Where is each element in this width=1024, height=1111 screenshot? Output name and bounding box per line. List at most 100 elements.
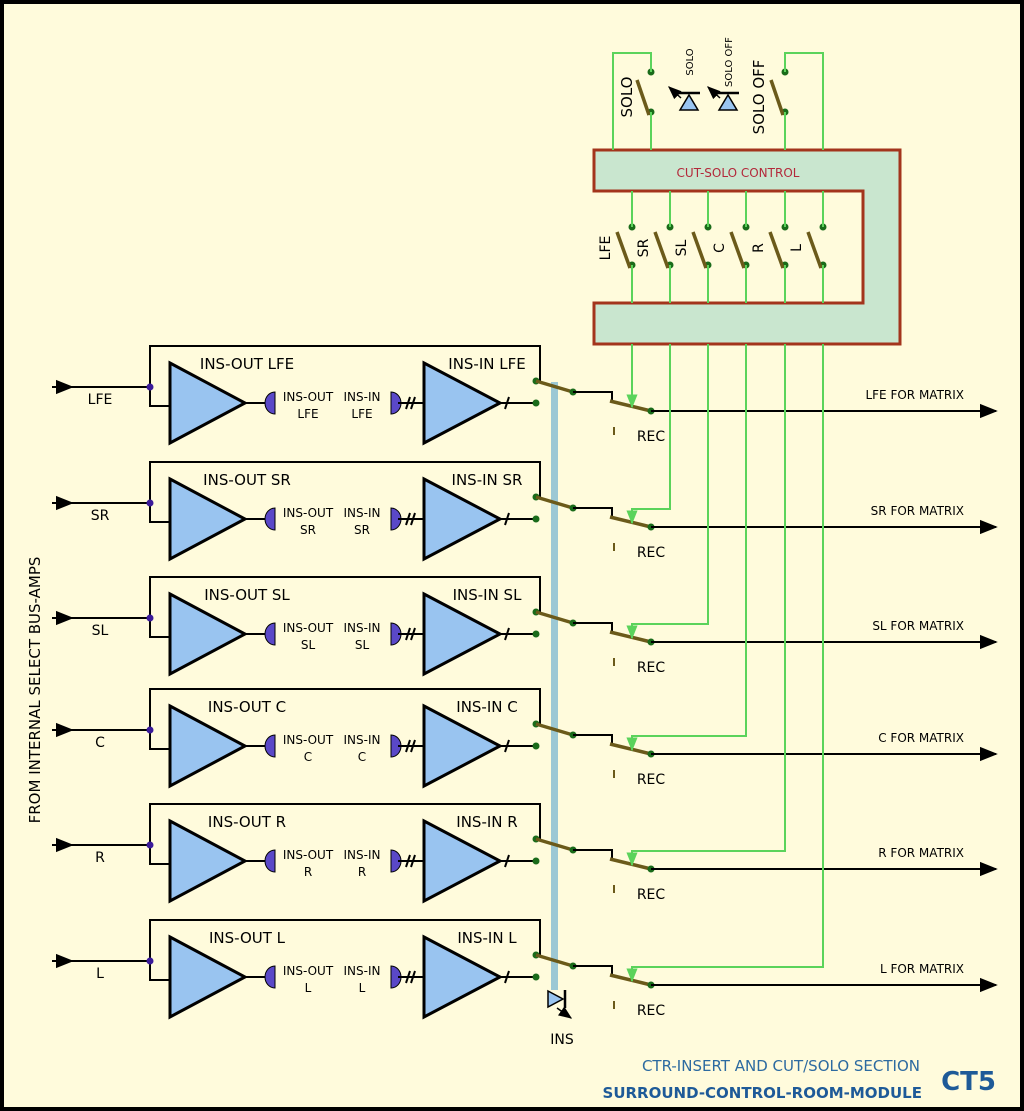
- ins-in-amp: [422, 934, 504, 1020]
- cut-switch-arm: [653, 231, 670, 269]
- slash-mark: [410, 627, 416, 641]
- ins-switch-wire: [573, 734, 613, 746]
- ins-switch-wire: [573, 849, 613, 861]
- ins-out-jack-label: INS-OUT: [283, 964, 334, 978]
- cut-switch-label: R: [751, 243, 767, 253]
- input-label: SL: [92, 623, 109, 639]
- slash-mark: [504, 627, 510, 641]
- control-block-label: CUT-SOLO CONTROL: [677, 166, 800, 180]
- input-label: L: [96, 966, 104, 982]
- ins-in-jack-icon: [390, 391, 402, 415]
- cut-switch: SR: [636, 223, 674, 269]
- matrix-output-label: SL FOR MATRIX: [872, 619, 964, 633]
- slash-mark: [405, 627, 411, 641]
- input-label: R: [95, 850, 105, 866]
- solo-led: SOLO: [668, 48, 700, 111]
- ins-led-label: INS: [550, 1032, 574, 1048]
- input-node: [146, 957, 154, 965]
- ins-in-jack-icon: [390, 734, 402, 758]
- ins-in-jack-channel: R: [358, 865, 366, 879]
- rec-control-wire: [626, 344, 671, 525]
- ins-in-amp: [422, 818, 504, 904]
- amp-feed-wire: [149, 622, 170, 638]
- solo-off-switch: SOLO OFF: [750, 60, 789, 134]
- slash-mark: [410, 512, 416, 526]
- cut-switch-arm: [615, 231, 632, 269]
- footer-line1: CTR-INSERT AND CUT/SOLO SECTION: [642, 1057, 920, 1075]
- ins-in-amp-label: INS-IN SR: [452, 471, 523, 489]
- solo-wire: [612, 52, 652, 150]
- ins-in-jack-icon: [390, 507, 402, 531]
- footer: CTR-INSERT AND CUT/SOLO SECTION SURROUND…: [603, 1057, 996, 1102]
- control-block-shape: [592, 148, 902, 346]
- amp-feed-wire: [149, 734, 170, 750]
- rec-control-wire: [626, 344, 747, 752]
- ins-in-jack-icon: [390, 622, 402, 646]
- rec-label: REC: [637, 772, 666, 788]
- ins-out-jack-icon: [264, 507, 276, 531]
- ins-in-jack-label: INS-IN: [344, 506, 381, 520]
- insert-box: [149, 919, 541, 965]
- rec-control-wire: [626, 344, 824, 983]
- ins-in-jack-label: INS-IN: [344, 733, 381, 747]
- cut-solo-control-block: CUT-SOLO CONTROL: [592, 148, 902, 346]
- cut-switch-arm: [806, 231, 823, 269]
- ins-out-jack-label: INS-OUT: [283, 733, 334, 747]
- ins-link-bar: [551, 382, 558, 990]
- slash-mark: [504, 512, 510, 526]
- ins-out-jack-icon: [264, 849, 276, 873]
- insert-box: [149, 576, 541, 622]
- matrix-output-label: SR FOR MATRIX: [871, 504, 964, 518]
- insert-box: [149, 461, 541, 507]
- rec-control-wire: [626, 344, 709, 640]
- ins-out-amp-label: INS-OUT C: [208, 698, 286, 716]
- ins-out-amp: [168, 703, 249, 789]
- cut-switch-label: SL: [674, 239, 690, 256]
- cut-switch: LFE: [598, 223, 636, 269]
- ins-out-jack-label: INS-OUT: [283, 506, 334, 520]
- rec-label: REC: [637, 660, 666, 676]
- ins-led: INS: [547, 989, 574, 1048]
- input-node: [146, 383, 154, 391]
- ins-in-jack-label: INS-IN: [344, 390, 381, 404]
- amp-feed-wire: [149, 391, 170, 407]
- control-wires: [612, 52, 824, 983]
- ins-in-jack-channel: SR: [354, 523, 370, 537]
- amp-feed-wire: [149, 965, 170, 981]
- ins-switch-wire: [573, 622, 613, 634]
- footer-line2: SURROUND-CONTROL-ROOM-MODULE: [603, 1084, 922, 1102]
- cut-switch-label: L: [789, 244, 805, 252]
- led-label: SOLO OFF: [724, 37, 735, 87]
- cut-switch-arm: [729, 231, 746, 269]
- ins-switch-arm: [535, 953, 574, 968]
- ins-out-jack-label: INS-OUT: [283, 390, 334, 404]
- slash-mark: [504, 396, 510, 410]
- ins-out-amp-label: INS-OUT L: [209, 929, 286, 947]
- ins-in-jack-label: INS-IN: [344, 848, 381, 862]
- ins-switch-arm: [535, 610, 574, 625]
- ins-out-amp: [168, 360, 249, 446]
- input-node: [146, 841, 154, 849]
- node: [532, 742, 540, 750]
- led-diode-icon: [678, 93, 700, 111]
- ins-out-jack-channel: C: [304, 750, 312, 764]
- matrix-output-label: L FOR MATRIX: [880, 962, 964, 976]
- matrix-output-label: R FOR MATRIX: [878, 846, 964, 860]
- node: [532, 515, 540, 523]
- ins-in-jack-channel: C: [358, 750, 366, 764]
- slash-mark: [504, 854, 510, 868]
- node: [532, 399, 540, 407]
- ins-in-jack-channel: SL: [355, 638, 370, 652]
- led-diode-icon: [717, 93, 739, 111]
- ins-out-jack-icon: [264, 965, 276, 989]
- ins-in-jack-channel: L: [359, 981, 366, 995]
- ins-switch-arm: [535, 379, 574, 394]
- ins-switch-arm: [535, 722, 574, 737]
- solo-off-wire: [784, 52, 824, 150]
- ins-in-amp: [422, 703, 504, 789]
- ins-out-amp-label: INS-OUT R: [208, 813, 286, 831]
